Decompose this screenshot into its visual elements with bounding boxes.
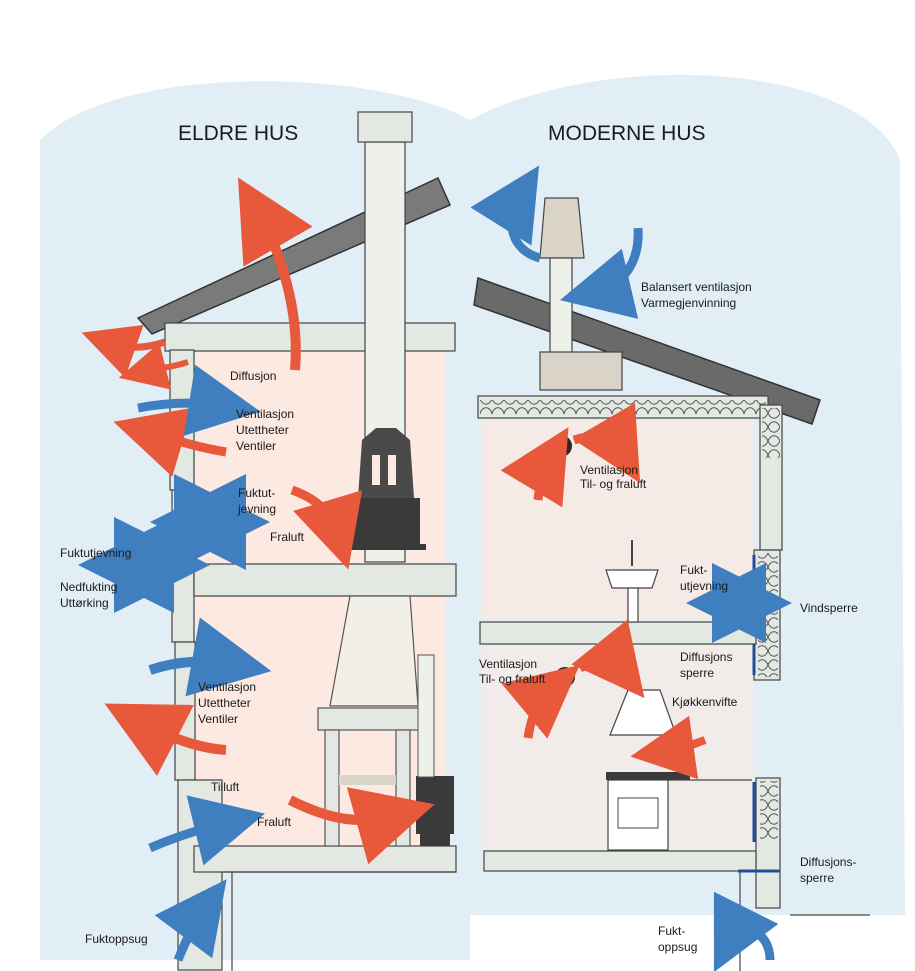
label-balansert-1: Balansert ventilasjon bbox=[641, 280, 752, 294]
modern-wall-mid-insul bbox=[758, 553, 778, 677]
label-fraluft-lower: Fraluft bbox=[257, 815, 292, 829]
red-arrow-vent-lower bbox=[104, 703, 227, 776]
modern-floor-upper bbox=[479, 621, 757, 645]
red-arrow-kitchen bbox=[630, 715, 707, 780]
blue-arrow-fuktoppsug bbox=[154, 879, 227, 962]
vent-pipe bbox=[549, 257, 573, 357]
label-diffusjonssperre-1: Diffusjons- bbox=[800, 855, 856, 869]
label-vent-upper-2: Utettheter bbox=[236, 423, 289, 437]
label-fuktoppsug: Fuktoppsug bbox=[85, 932, 148, 946]
blue-arrow-exhaust-out bbox=[470, 165, 542, 263]
label-vent-upper-3: Ventiler bbox=[236, 439, 276, 453]
ventilation-fan-upper bbox=[550, 435, 572, 457]
label-kjokkenvifte: Kjøkkenvifte bbox=[672, 695, 738, 709]
label-vent-lower-1: Ventilasjon bbox=[198, 680, 256, 694]
vent-hood bbox=[539, 197, 585, 259]
old-attic-beam bbox=[164, 322, 456, 352]
label-diffusjons-sperre-1: Diffusjons bbox=[680, 650, 732, 664]
old-outer-wall-mid bbox=[171, 489, 195, 643]
modern-wall-upper-insul bbox=[762, 408, 780, 458]
title-old-house: ELDRE HUS bbox=[178, 122, 298, 145]
ventilation-fan-lower bbox=[555, 667, 575, 687]
blue-arrow-vent-upper bbox=[137, 364, 261, 436]
old-outer-wall-upper bbox=[169, 349, 195, 491]
label-vent-lower-modern-2: Til- og fraluft bbox=[479, 672, 546, 686]
blue-arrow-tilluft bbox=[148, 795, 266, 866]
label-fraluft-upper: Fraluft bbox=[270, 530, 305, 544]
red-arrow-vent-upper-out bbox=[572, 402, 641, 484]
label-balansert-2: Varmegjenvinning bbox=[641, 296, 736, 310]
label-vindsperre: Vindsperre bbox=[800, 601, 858, 615]
red-arrow-eave-2 bbox=[118, 342, 189, 390]
modern-house bbox=[470, 165, 870, 971]
label-fuktutjevning-outer: Fuktutjevning bbox=[60, 546, 131, 560]
red-arrow-vent-upper-in bbox=[500, 427, 569, 508]
old-house bbox=[78, 111, 457, 971]
blue-arrow-vent-lower bbox=[148, 617, 272, 697]
label-fuktut-inner-1: Fuktut- bbox=[238, 486, 275, 500]
vent-unit bbox=[539, 351, 623, 391]
blue-arrow-intake-in bbox=[559, 227, 643, 319]
label-diffusjon: Diffusjon bbox=[230, 369, 276, 383]
label-tilluft: Tilluft bbox=[211, 780, 240, 794]
wash-basin bbox=[605, 540, 659, 623]
red-arrow-fraluft-lower bbox=[287, 787, 435, 865]
modern-wall-lower-insul bbox=[760, 781, 778, 841]
red-arrow-vent-upper bbox=[113, 407, 227, 477]
label-diffusjonssperre-2: sperre bbox=[800, 871, 834, 885]
label-fukt-utjevning-2: utjevning bbox=[680, 579, 728, 593]
modern-floor-lower bbox=[483, 850, 757, 872]
label-vent-upper-modern-2: Til- og fraluft bbox=[580, 477, 647, 491]
old-chimney-cap bbox=[357, 111, 413, 143]
red-arrow-attic-up bbox=[237, 177, 313, 371]
label-fuktut-inner-2: jevning bbox=[237, 502, 276, 516]
ceiling-insulation-pattern bbox=[480, 400, 766, 414]
label-vent-lower-3: Ventiler bbox=[198, 712, 238, 726]
red-arrow-vent-lower-in bbox=[501, 664, 580, 739]
label-vent-lower-modern-1: Ventilasjon bbox=[479, 657, 537, 671]
label-nedfukting-1: Nedfukting bbox=[60, 580, 117, 594]
blue-arrow-fukt-oppsug bbox=[713, 891, 779, 971]
old-floor-upper bbox=[193, 563, 457, 597]
title-modern-house: MODERNE HUS bbox=[548, 122, 706, 145]
old-floor-lower bbox=[193, 845, 457, 873]
label-diffusjons-sperre-2: sperre bbox=[680, 666, 714, 680]
wood-stove-upper bbox=[346, 428, 426, 550]
red-arrow-fraluft-upper bbox=[290, 485, 363, 570]
label-vent-lower-2: Utettheter bbox=[198, 696, 251, 710]
label-fukt-utjevning-1: Fukt- bbox=[680, 563, 707, 577]
label-nedfukting-2: Uttørking bbox=[60, 596, 109, 610]
label-fukt-oppsug-2: oppsug bbox=[658, 940, 697, 954]
red-arrow-vent-lower-out bbox=[571, 619, 645, 699]
label-vent-upper-modern-1: Ventilasjon bbox=[580, 463, 638, 477]
label-vent-upper-1: Ventilasjon bbox=[236, 407, 294, 421]
label-fukt-oppsug-1: Fukt- bbox=[658, 924, 685, 938]
